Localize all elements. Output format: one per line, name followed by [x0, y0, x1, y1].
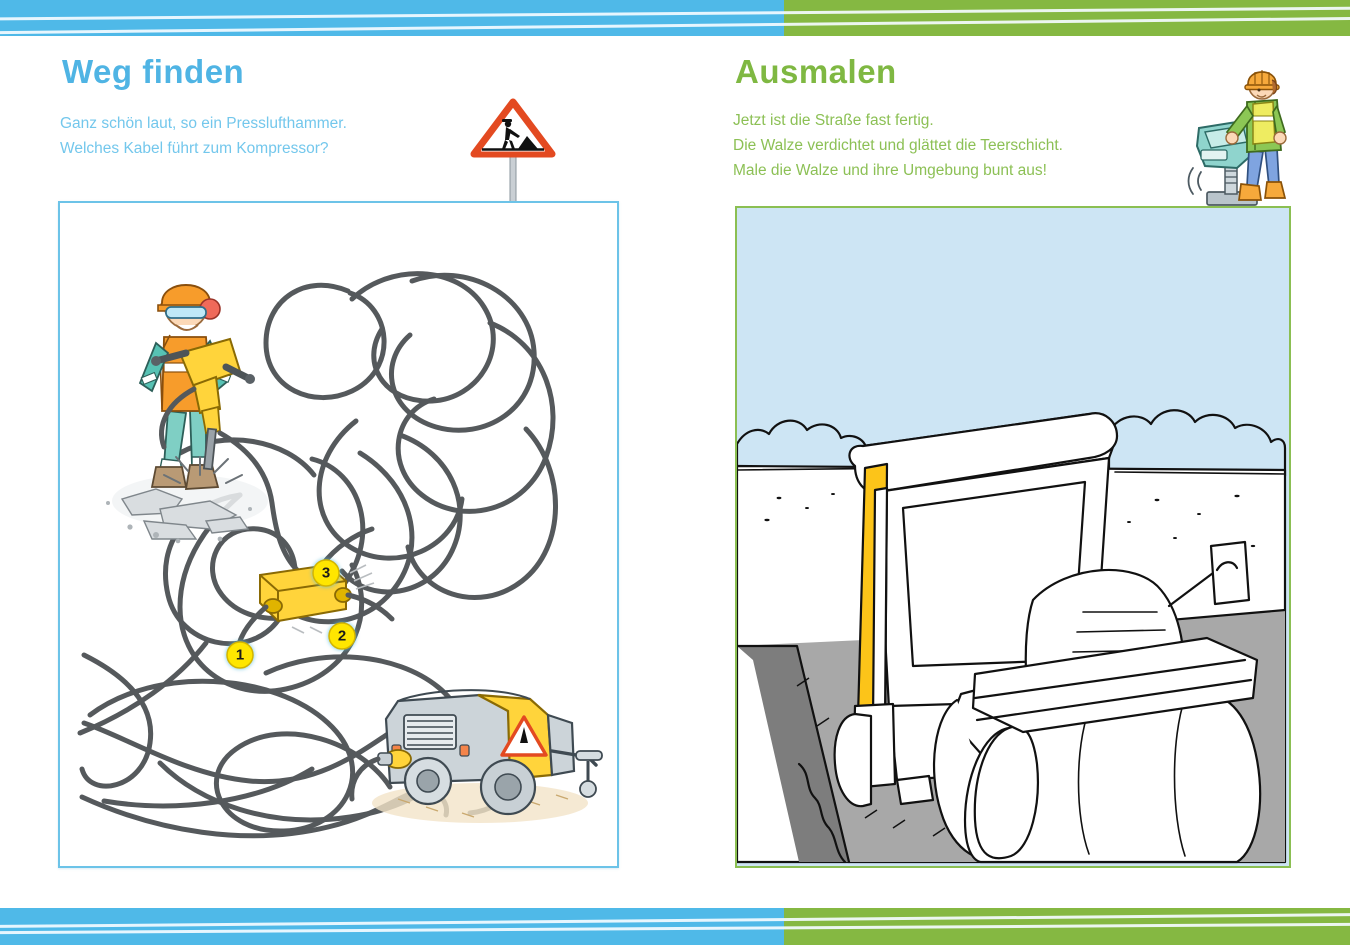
road-roller-coloring-graphic [737, 208, 1287, 864]
bottom-decorative-bar [0, 908, 1350, 945]
instructions-left: Ganz schön laut, so ein Presslufthammer.… [60, 115, 347, 157]
maze-node-3[interactable]: 3 [312, 559, 340, 587]
coloring-panel [735, 206, 1291, 868]
maze-node-label: 2 [338, 628, 346, 645]
left-page: Weg finden Ganz schön laut, so ein Press… [0, 36, 700, 908]
maze-node-label: 1 [236, 647, 244, 664]
right-page: Ausmalen Jetzt ist die Straße fast ferti… [700, 36, 1350, 908]
worker-with-jackhammer-illustration [106, 284, 301, 574]
maze-panel: 1 2 3 [58, 201, 619, 868]
maze-node-2[interactable]: 2 [328, 622, 356, 650]
maze-graphic: 1 2 3 [77, 271, 603, 839]
maze-node-1[interactable]: 1 [226, 641, 254, 669]
worker-with-tamper-icon [1177, 50, 1297, 220]
page-title-left: Weg finden [62, 53, 245, 90]
top-decorative-bar [0, 0, 1350, 36]
page-title-right: Ausmalen [735, 53, 897, 90]
mobile-compressor-illustration [349, 689, 603, 823]
instructions-right: Jetzt ist die Straße fast fertig. Die Wa… [733, 112, 1063, 179]
maze-node-label: 3 [322, 565, 330, 582]
